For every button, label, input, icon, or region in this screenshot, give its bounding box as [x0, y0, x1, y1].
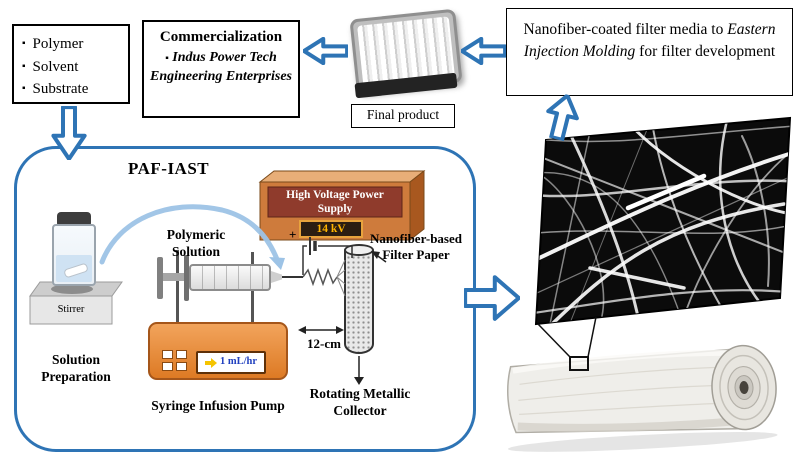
bullet-icon: ▪ — [22, 83, 26, 95]
syringe-flange — [184, 255, 189, 301]
handoff-emphasis: Eastern Injection Molding — [523, 21, 776, 61]
syringe-plunger-handle — [157, 257, 163, 299]
partner-name: Indus Power Tech Engineering Enterprises — [150, 50, 292, 84]
pump-button — [176, 350, 187, 359]
arrow-left-icon — [461, 37, 506, 65]
stir-bar — [63, 262, 89, 279]
arrow-right-icon — [464, 274, 520, 322]
syringe-barrel — [189, 264, 271, 291]
syringe-needle — [282, 276, 303, 278]
material-item: ▪ Polymer — [22, 33, 120, 56]
polymer-solution-liquid — [56, 255, 92, 282]
arrow-left-icon — [303, 37, 348, 65]
bullet-icon: ▪ — [22, 60, 26, 72]
material-label: Solvent — [32, 58, 79, 75]
high-voltage-power-supply — [258, 169, 426, 242]
material-label: Polymer — [32, 36, 84, 52]
handoff-text-post: for filter development — [635, 43, 776, 61]
material-item: ▪ Solvent — [22, 56, 120, 79]
flow-rate-display: 1 mL/hr — [196, 351, 266, 374]
pump-button — [176, 362, 187, 371]
flow-rate-value: 1 mL/hr — [219, 356, 258, 368]
handoff-text-pre: Nanofiber-coated filter media to — [523, 21, 728, 38]
commercialization-box: Commercialization ▪ Indus Power Tech Eng… — [142, 20, 300, 118]
flow-rate-arrow-icon — [204, 357, 217, 368]
commercialization-title: Commercialization — [159, 29, 283, 45]
filter-media-roll — [507, 344, 778, 452]
handoff-note-box: Nanofiber-coated filter media to Eastern… — [506, 8, 793, 96]
jar-cap — [57, 212, 91, 225]
material-label: Substrate — [32, 81, 89, 97]
rotating-collector-cylinder — [344, 250, 374, 354]
bullet-icon: ▪ — [22, 38, 26, 50]
stirrer-label: Stirrer — [57, 304, 85, 315]
power-supply-name: High Voltage Power Supply — [286, 188, 384, 215]
arrow-up-icon — [540, 91, 584, 144]
syringe-infusion-pump: 1 mL/hr — [148, 322, 288, 380]
solution-jar — [52, 224, 96, 286]
arrow-down-icon — [51, 106, 87, 160]
material-item: ▪ Substrate — [22, 78, 120, 101]
final-product-photo — [347, 2, 463, 100]
gap-distance-label: 12-cm — [307, 336, 341, 351]
stirrer-platform — [29, 281, 123, 325]
syringe-pump-label: Syringe Infusion Pump — [151, 398, 285, 413]
polymeric-solution-label: Polymeric Solution — [166, 227, 226, 259]
pump-button — [162, 350, 173, 359]
syringe-tip — [271, 271, 282, 283]
solution-preparation-label: Solution Preparation — [41, 352, 111, 384]
paf-iast-title: PAF-IAST — [128, 159, 210, 178]
positive-polarity-sign: + — [289, 227, 297, 242]
materials-box: ▪ Polymer ▪ Solvent ▪ Substrate — [12, 24, 130, 104]
final-product-label: Final product — [351, 104, 455, 128]
syringe-plunger-rod — [163, 273, 185, 281]
voltage-reading: 14 kV — [316, 223, 346, 235]
filter-paper-label: Nanofiber-based Filter Paper — [370, 231, 462, 263]
sem-nanofiber-image — [534, 116, 792, 326]
collector-label: Rotating Metallic Collector — [309, 386, 411, 418]
commercialization-partner: ▪ Indus Power Tech Engineering Enterpris… — [149, 49, 293, 87]
syringe-clamp — [176, 250, 179, 328]
pump-button — [162, 362, 173, 371]
bullet-icon: ▪ — [165, 53, 169, 64]
